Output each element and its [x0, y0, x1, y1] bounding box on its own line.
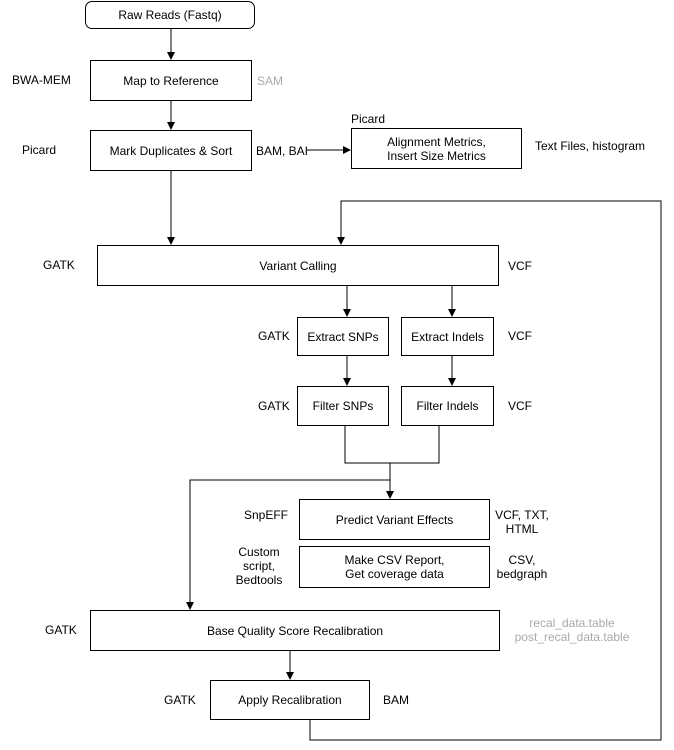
output-csv: CSV, bedgraph — [492, 553, 552, 581]
alignment-metrics-box: Alignment Metrics, Insert Size Metrics — [351, 128, 522, 169]
variant-calling-box: Variant Calling — [97, 245, 499, 286]
tool-gatk-calling: GATK — [43, 258, 75, 272]
csv-report-box: Make CSV Report, Get coverage data — [299, 546, 490, 588]
map-to-reference-label: Map to Reference — [123, 73, 219, 88]
tool-gatk-apply: GATK — [164, 693, 196, 707]
tool-custom-line-1: Custom — [238, 545, 280, 559]
filter-snps-box: Filter SNPs — [297, 386, 389, 426]
tool-gatk-filter: GATK — [258, 399, 290, 413]
tool-snpeff: SnpEFF — [244, 508, 289, 522]
extract-snps-label: Extract SNPs — [307, 329, 379, 344]
filter-indels-label: Filter Indels — [416, 399, 479, 413]
output-recal-line-1: recal_data.table — [529, 616, 615, 630]
tool-custom-bedtools: Custom script, Bedtools — [228, 545, 290, 587]
output-recal-tables: recal_data.table post_recal_data.table — [508, 616, 636, 644]
alignment-metrics-label-2: Insert Size Metrics — [387, 148, 486, 163]
output-bam-bai: BAM, BAI — [256, 144, 309, 158]
output-predict: VCF, TXT, HTML — [490, 508, 554, 536]
bqsr-box: Base Quality Score Recalibration — [90, 610, 500, 651]
predict-variant-effects-label: Predict Variant Effects — [335, 512, 454, 527]
predict-variant-effects-box: Predict Variant Effects — [299, 499, 490, 540]
output-vcf-calling: VCF — [508, 259, 532, 273]
extract-indels-box: Extract Indels — [401, 317, 494, 356]
csv-report-label-2: Get coverage data — [345, 567, 444, 581]
output-recal-line-2: post_recal_data.table — [514, 630, 630, 644]
extract-indels-label: Extract Indels — [411, 329, 484, 344]
output-bam: BAM — [383, 693, 410, 707]
arrow-merge-to-bqsr — [186, 479, 390, 610]
output-csv-line-2: bedgraph — [496, 567, 548, 581]
bqsr-label: Base Quality Score Recalibration — [206, 623, 384, 638]
filter-indels-box: Filter Indels — [401, 386, 494, 426]
output-predict-line-2: HTML — [505, 522, 539, 536]
tool-custom-line-2: script, — [242, 559, 275, 573]
csv-report-label-1: Make CSV Report, — [344, 553, 445, 567]
output-vcf-filter: VCF — [508, 399, 532, 413]
apply-recalibration-label: Apply Recalibration — [238, 693, 342, 707]
extract-snps-box: Extract SNPs — [297, 317, 389, 356]
tool-bwa-mem: BWA-MEM — [12, 73, 71, 87]
tool-gatk-bqsr: GATK — [45, 623, 77, 637]
output-vcf-extract: VCF — [508, 329, 532, 343]
raw-reads-box: Raw Reads (Fastq) — [85, 1, 255, 29]
merge-filter-outputs — [344, 426, 440, 464]
tool-custom-line-3: Bedtools — [235, 573, 283, 587]
alignment-metrics-label-1: Alignment Metrics, — [387, 134, 486, 149]
filter-snps-label: Filter SNPs — [312, 399, 374, 413]
output-sam: SAM — [257, 74, 284, 88]
mark-duplicates-label: Mark Duplicates & Sort — [109, 143, 233, 158]
apply-recalibration-box: Apply Recalibration — [210, 680, 370, 720]
output-text-files: Text Files, histogram — [535, 139, 646, 153]
output-predict-line-1: VCF, TXT, — [495, 508, 549, 522]
tool-picard-metrics: Picard — [351, 112, 386, 126]
output-csv-line-1: CSV, — [508, 553, 536, 567]
mark-duplicates-box: Mark Duplicates & Sort — [90, 130, 252, 171]
tool-gatk-extract: GATK — [258, 329, 290, 343]
raw-reads-label: Raw Reads (Fastq) — [118, 8, 222, 22]
variant-calling-label: Variant Calling — [259, 258, 337, 273]
tool-picard-markdup: Picard — [22, 143, 57, 157]
map-to-reference-box: Map to Reference — [90, 60, 252, 101]
arrow-loop-back-to-calling — [309, 200, 662, 741]
